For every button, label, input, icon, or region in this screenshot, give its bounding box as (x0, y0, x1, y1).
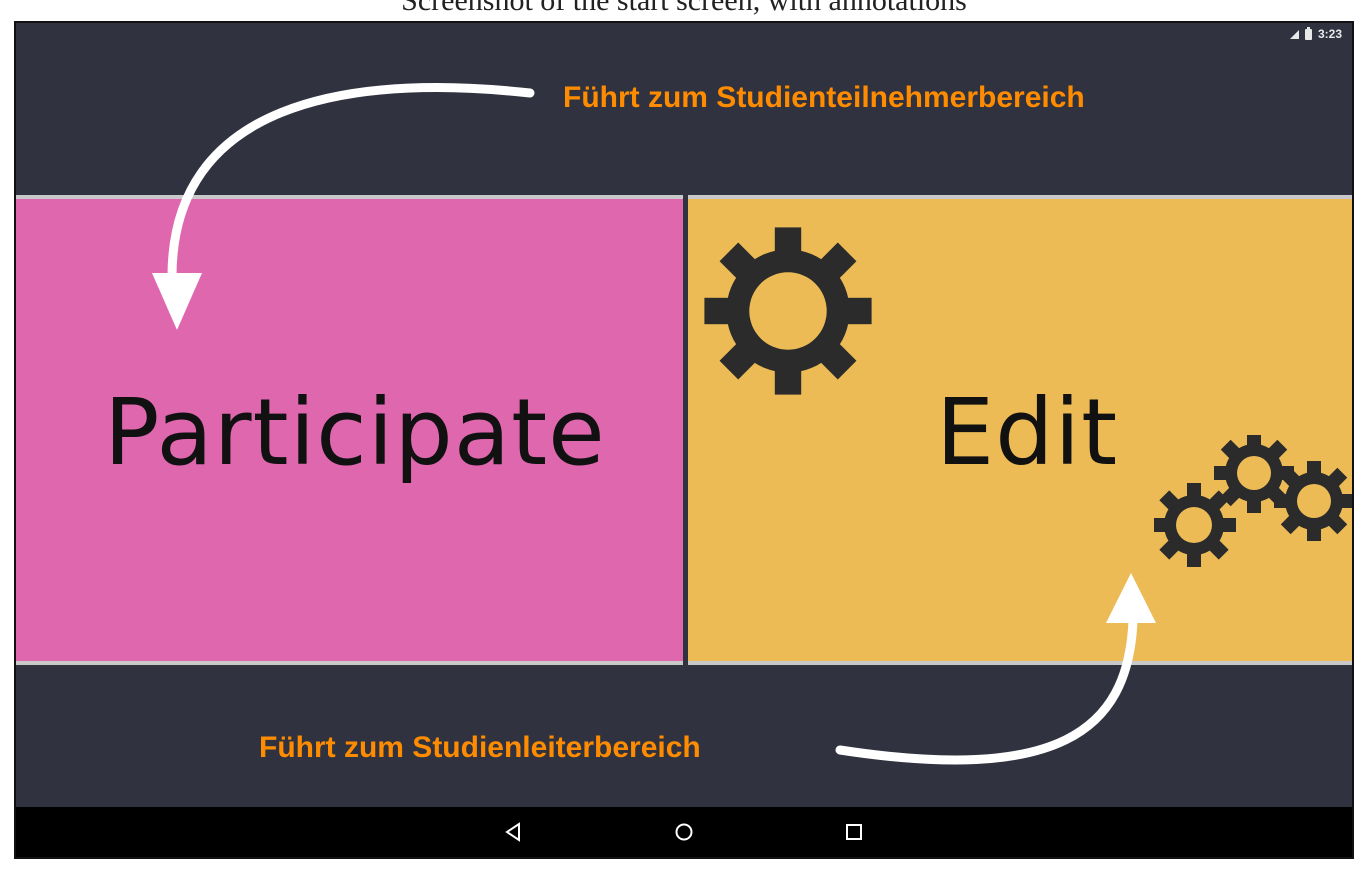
edit-button[interactable]: Edit (688, 195, 1352, 665)
gear-icon (704, 227, 872, 395)
back-icon[interactable] (502, 820, 526, 844)
tablet-screen: 3:23 Führt zum Studienteilnehmerbereich … (14, 21, 1354, 859)
figure-caption: Screenshot of the start screen, with ann… (0, 0, 1368, 22)
gears-cluster-icon (1154, 435, 1352, 567)
participate-label: Participate (104, 379, 606, 486)
edit-label: Edit (936, 379, 1119, 486)
participate-button[interactable]: Participate (16, 195, 683, 665)
status-time: 3:23 (1317, 27, 1342, 41)
battery-icon (1304, 26, 1312, 40)
signal-icon (1289, 29, 1299, 39)
recents-icon[interactable] (842, 820, 866, 844)
navigation-bar (16, 807, 1352, 857)
home-icon[interactable] (672, 820, 696, 844)
status-bar: 3:23 (1289, 26, 1342, 41)
annotation-bottom: Führt zum Studienleiterbereich (259, 731, 701, 764)
figure-caption-text: Screenshot of the start screen, with ann… (401, 0, 967, 17)
annotation-top: Führt zum Studienteilnehmerbereich (563, 81, 1085, 114)
